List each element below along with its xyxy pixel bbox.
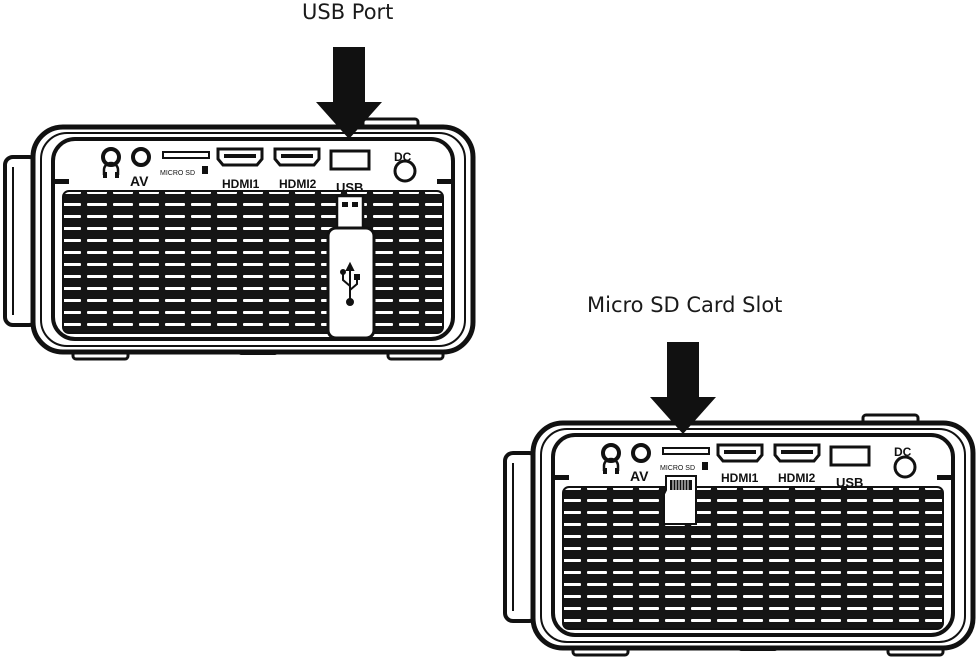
microsd-card: [663, 475, 697, 525]
usb-port-callout: USB Port: [302, 0, 394, 24]
bottom-hdmi2-label: HDMI2: [778, 471, 816, 485]
bottom-av-label: AV: [630, 468, 649, 484]
usb-flash-drive: [326, 194, 376, 340]
top-hdmi2-label: HDMI2: [279, 177, 317, 191]
top-av-label: AV: [130, 173, 149, 189]
bottom-microsd-label: MICRO SD: [660, 465, 695, 472]
bottom-usb-label: USB: [836, 475, 863, 490]
bottom-hdmi1-label: HDMI1: [721, 471, 759, 485]
top-usb-label: USB: [336, 180, 363, 195]
top-hdmi1-label: HDMI1: [222, 177, 260, 191]
top-dc-label: DC: [394, 150, 412, 164]
microsd-arrow-icon: [650, 342, 716, 434]
microsd-slot-callout: Micro SD Card Slot: [587, 293, 783, 317]
usb-symbol-icon: [340, 261, 360, 306]
top-microsd-label: MICRO SD: [160, 170, 195, 177]
bottom-dc-label: DC: [894, 445, 912, 459]
